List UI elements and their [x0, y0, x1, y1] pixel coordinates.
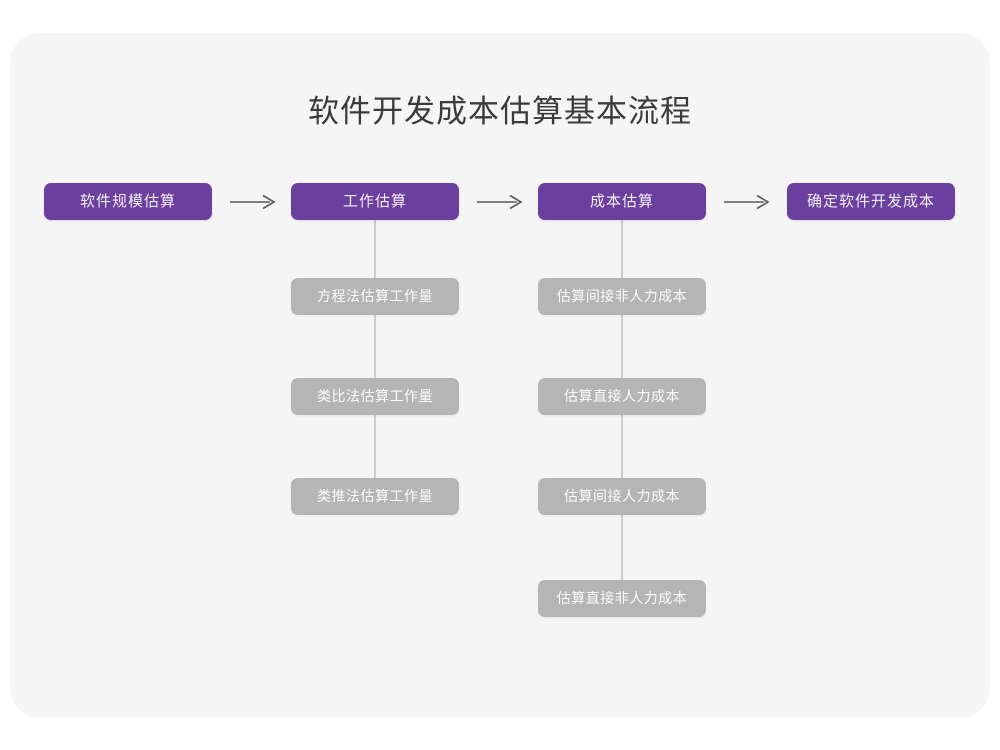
stage-box-software-scale-estimation[interactable]: 软件规模估算: [44, 183, 212, 220]
substep-box-indirect-labor-cost[interactable]: 估算间接人力成本: [538, 478, 706, 515]
diagram-canvas: [10, 33, 990, 718]
connector-line-cost-sub1-to-sub2: [621, 315, 623, 379]
connector-line-sub1-to-sub2: [374, 315, 376, 379]
connector-line-cost-sub2-to-sub3: [621, 415, 623, 479]
stage-box-cost-estimation[interactable]: 成本估算: [538, 183, 706, 220]
arrow-right-icon: [724, 194, 770, 210]
substep-box-direct-labor-cost[interactable]: 估算直接人力成本: [538, 378, 706, 415]
substep-box-equation-method-workload[interactable]: 方程法估算工作量: [291, 278, 459, 315]
connector-line-cost-sub3-to-sub4: [621, 515, 623, 581]
arrow-right-icon: [477, 194, 523, 210]
connector-line-cost-to-sub1: [621, 220, 623, 280]
stage-box-work-estimation[interactable]: 工作估算: [291, 183, 459, 220]
substep-box-inference-method-workload[interactable]: 类推法估算工作量: [291, 478, 459, 515]
connector-line-sub2-to-sub3: [374, 415, 376, 479]
substep-box-analogy-method-workload[interactable]: 类比法估算工作量: [291, 378, 459, 415]
stage-box-determine-development-cost[interactable]: 确定软件开发成本: [787, 183, 955, 220]
connector-line-work-to-sub1: [374, 220, 376, 280]
arrow-right-icon: [230, 194, 276, 210]
substep-box-direct-nonlabor-cost[interactable]: 估算直接非人力成本: [538, 580, 706, 617]
page-title: 软件开发成本估算基本流程: [308, 94, 692, 129]
substep-box-indirect-nonlabor-cost[interactable]: 估算间接非人力成本: [538, 278, 706, 315]
